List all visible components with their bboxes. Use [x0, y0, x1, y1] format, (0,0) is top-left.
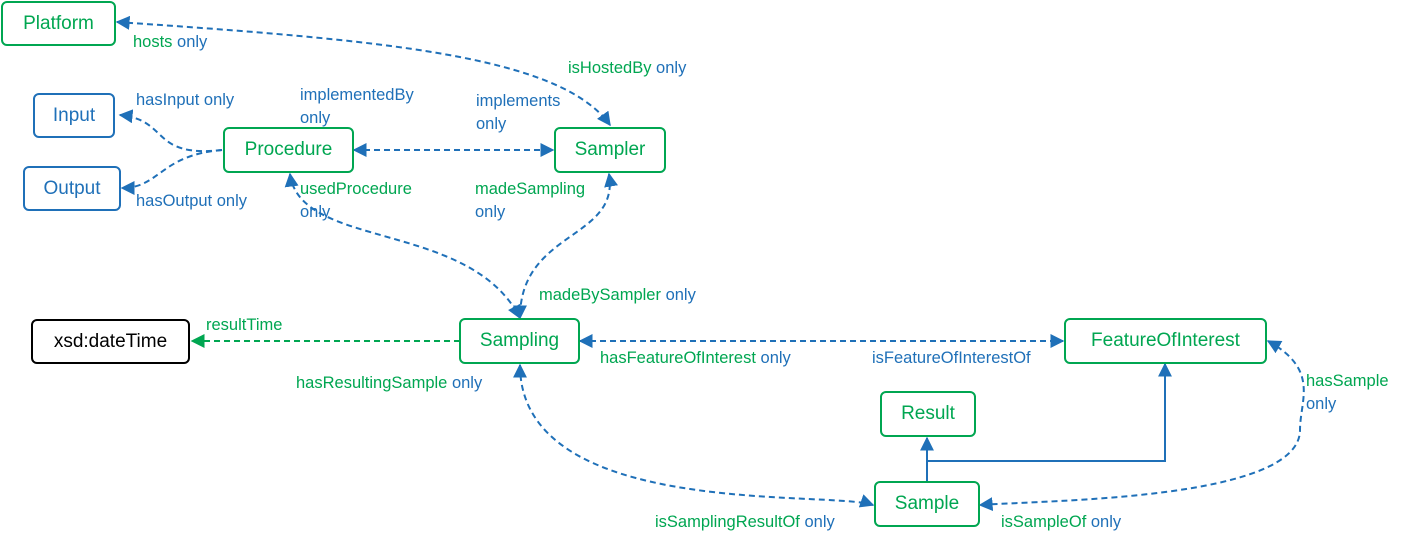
- edge-sampler-sampling: [513, 172, 618, 320]
- label-used-procedure-only: only: [300, 203, 331, 221]
- label-result-time: resultTime: [206, 314, 282, 337]
- label-is-sample-of-only: only: [1090, 513, 1122, 531]
- label-has-foi-only: only: [760, 349, 791, 367]
- label-is-sampling-result-of-text: isSamplingResultOf: [655, 513, 800, 531]
- node-sampler: Sampler: [554, 127, 666, 173]
- label-implemented-by: implementedBy only: [300, 84, 414, 130]
- label-made-sampling-text: madeSampling: [475, 180, 586, 198]
- label-has-sample: hasSample only: [1306, 370, 1389, 416]
- label-made-sampling: madeSampling only: [475, 178, 585, 224]
- label-is-hosted-by-only: only: [656, 59, 687, 77]
- label-is-hosted-by: isHostedBy only: [568, 57, 686, 80]
- label-has-foi-text: hasFeatureOfInterest: [600, 349, 756, 367]
- label-made-by-sampler: madeBySampler only: [539, 284, 696, 307]
- node-procedure: Procedure: [223, 127, 354, 173]
- node-feature-of-interest: FeatureOfInterest: [1064, 318, 1267, 364]
- label-made-sampling-only: only: [475, 203, 506, 221]
- edge-foi-sample: [978, 340, 1305, 512]
- label-has-resulting-sample-text: hasResultingSample: [296, 374, 448, 392]
- label-has-input-text: hasInput: [136, 91, 200, 109]
- label-result-time-text: resultTime: [206, 316, 283, 334]
- label-has-resulting-sample: hasResultingSample only: [296, 372, 482, 395]
- label-hosts-only: only: [177, 33, 208, 51]
- label-has-output-text: hasOutput: [136, 192, 213, 210]
- label-has-input: hasInput only: [136, 89, 234, 112]
- label-implements: implements only: [476, 90, 560, 136]
- node-output: Output: [23, 166, 121, 211]
- node-result: Result: [880, 391, 976, 437]
- label-has-output: hasOutput only: [136, 190, 247, 213]
- edge-procedure-sampling: [284, 172, 521, 320]
- label-has-input-only: only: [203, 91, 235, 109]
- edge-sample-foi: [927, 362, 1172, 462]
- label-is-sampling-result-of-only: only: [804, 513, 835, 531]
- label-hosts: hosts only: [133, 31, 207, 54]
- label-is-sample-of: isSampleOf only: [1001, 511, 1121, 534]
- label-implemented-by-text: implementedBy: [300, 86, 414, 104]
- edge-procedure-output: [120, 149, 223, 195]
- label-implements-text: implements: [476, 92, 561, 110]
- node-sampling: Sampling: [459, 318, 580, 364]
- label-is-hosted-by-text: isHostedBy: [568, 59, 652, 77]
- label-has-sample-text: hasSample: [1306, 372, 1389, 390]
- label-made-by-sampler-text: madeBySampler: [539, 286, 661, 304]
- edge-procedure-input: [118, 109, 223, 153]
- label-implemented-by-only: only: [300, 109, 331, 127]
- edge-sampling-sample: [513, 363, 875, 508]
- label-used-procedure: usedProcedure only: [300, 178, 412, 224]
- label-has-output-only: only: [216, 192, 248, 210]
- node-sample: Sample: [874, 481, 980, 527]
- label-is-sample-of-text: isSampleOf: [1001, 513, 1087, 531]
- node-xsd-datetime: xsd:dateTime: [31, 319, 190, 364]
- label-has-foi: hasFeatureOfInterest only: [600, 347, 791, 370]
- label-is-foi-of: isFeatureOfInterestOf: [872, 347, 1031, 370]
- node-input: Input: [33, 93, 115, 138]
- node-platform: Platform: [1, 1, 116, 46]
- label-has-resulting-sample-only: only: [451, 374, 483, 392]
- label-is-sampling-result-of: isSamplingResultOf only: [655, 511, 835, 534]
- label-used-procedure-text: usedProcedure: [300, 180, 412, 198]
- label-has-sample-only: only: [1306, 395, 1337, 413]
- edge-platform-sampler: [115, 15, 611, 127]
- label-made-by-sampler-only: only: [665, 286, 696, 304]
- label-implements-only: only: [476, 115, 507, 133]
- label-hosts-text: hosts: [133, 33, 173, 51]
- label-is-foi-of-text: isFeatureOfInterestOf: [872, 349, 1031, 367]
